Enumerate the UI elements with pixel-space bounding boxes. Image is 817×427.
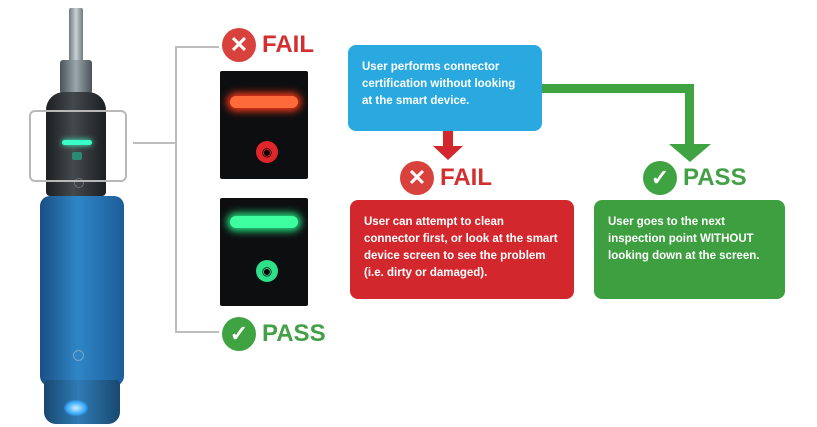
- bracket-connector: [133, 142, 177, 144]
- left-fail-status: ✕ FAIL: [222, 28, 314, 62]
- camera-icon: ◉: [256, 260, 278, 282]
- flow-fail-label: FAIL: [440, 164, 492, 191]
- fail-arrow-stem: [443, 131, 453, 147]
- led-highlight-box: [29, 110, 127, 182]
- fail-box-text: User can attempt to clean connector firs…: [364, 216, 558, 279]
- left-pass-status: ✓ PASS: [222, 317, 326, 351]
- device-camera-icon: [72, 152, 82, 160]
- red-led-photo: ◉: [220, 71, 308, 179]
- device-probe-tip: [69, 8, 83, 68]
- red-led-bar: [230, 96, 298, 108]
- device-probe-collar: [60, 60, 92, 94]
- pass-outcome-box: User goes to the next inspection point W…: [594, 200, 785, 299]
- fail-outcome-box: User can attempt to clean connector firs…: [350, 200, 574, 299]
- flow-fail-status: ✕ FAIL: [400, 161, 492, 195]
- bracket-bottom: [175, 331, 219, 333]
- left-fail-label: FAIL: [262, 31, 314, 58]
- pass-arrow-vertical: [685, 84, 694, 146]
- pass-arrow-horizontal: [542, 84, 694, 93]
- green-led-bar: [230, 216, 298, 228]
- camera-icon: ◉: [256, 141, 278, 163]
- pass-box-text: User goes to the next inspection point W…: [608, 216, 760, 262]
- check-circle-icon: ✓: [222, 317, 256, 351]
- start-box-text: User performs connector certification wi…: [362, 61, 516, 107]
- device-button: [74, 178, 84, 188]
- fail-arrow-head: [433, 146, 463, 160]
- device-lower-button: [73, 350, 84, 361]
- device-base-led: [64, 400, 88, 416]
- left-pass-label: PASS: [262, 320, 326, 347]
- green-led-photo: ◉: [220, 198, 308, 306]
- bracket-vertical: [175, 46, 177, 332]
- x-circle-icon: ✕: [400, 161, 434, 195]
- flow-pass-status: ✓ PASS: [643, 161, 747, 195]
- bracket-top: [175, 46, 219, 48]
- device-status-led: [62, 140, 92, 145]
- x-circle-icon: ✕: [222, 28, 256, 62]
- flow-pass-label: PASS: [683, 164, 747, 191]
- check-circle-icon: ✓: [643, 161, 677, 195]
- pass-arrow-head: [669, 144, 711, 162]
- start-box: User performs connector certification wi…: [348, 45, 542, 131]
